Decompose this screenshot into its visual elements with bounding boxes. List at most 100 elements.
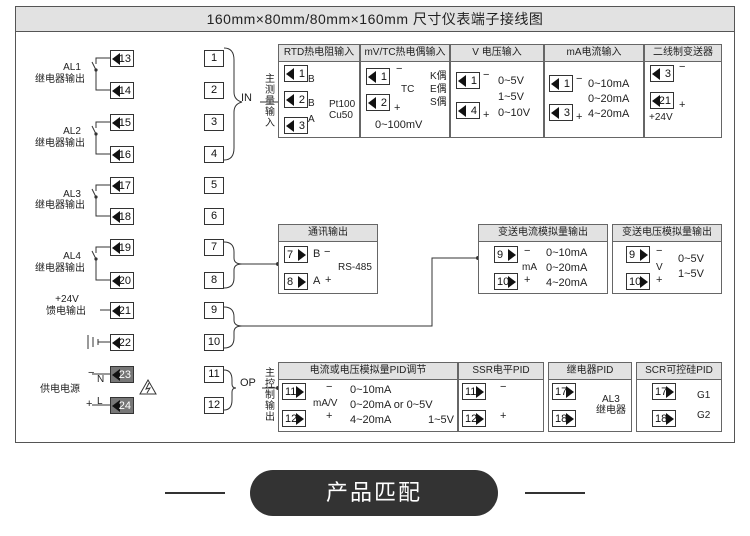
ai-plus: + xyxy=(524,274,531,286)
pid-plus: + xyxy=(326,410,333,422)
av-range-1: 0~5V xyxy=(678,253,704,265)
v24-label: +24V xyxy=(55,294,79,305)
tc-e-label: E偶 xyxy=(430,84,447,95)
terminal-5: 5 xyxy=(204,177,224,194)
al2-sub-label: 继电器输出 xyxy=(35,138,85,149)
av-plus: + xyxy=(656,274,663,286)
ssr-plus: + xyxy=(500,410,507,422)
terminal-10: 10 xyxy=(204,334,224,351)
ma-range-3: 4~20mA xyxy=(588,108,630,120)
terminal-8: 8 xyxy=(204,272,224,289)
ai-unit: mA xyxy=(522,262,537,273)
ma-range-2: 0~20mA xyxy=(588,93,630,105)
v24-sub-label: 馈电输出 xyxy=(46,306,86,317)
al1-sub-label: 继电器输出 xyxy=(35,74,85,85)
tc-symbol-label: TC xyxy=(401,84,415,95)
relay-terminal-17: 17 xyxy=(552,383,576,400)
comm-minus: − xyxy=(324,246,331,258)
ssr-terminal-12: 12 xyxy=(462,410,486,427)
two-wire-minus: − xyxy=(679,61,686,73)
rtd-terminal-3: 3 xyxy=(284,117,308,134)
pid-range-1: 0~10mA xyxy=(350,384,392,396)
relay-pid-panel: 继电器PID xyxy=(548,362,632,432)
relay-sub-label: 继电器 xyxy=(596,405,626,416)
v-terminal-1: 1 xyxy=(456,72,480,89)
ai-terminal-9: 9 xyxy=(494,246,518,263)
rtd-terminal-1: 1 xyxy=(284,65,308,82)
av-range-2: 1~5V xyxy=(678,268,704,280)
rtd-cu50-label: Cu50 xyxy=(329,110,353,121)
terminal-17: 17 xyxy=(110,177,134,194)
terminal-24: 24 xyxy=(110,397,134,414)
scr-pid-panel: SCR可控硅PID xyxy=(636,362,722,432)
voltage-input-panel: V 电压输入 xyxy=(450,44,544,138)
ma-minus: − xyxy=(576,73,583,85)
transmitter-icon xyxy=(690,60,691,61)
footer-line-left xyxy=(165,492,225,494)
terminal-2: 2 xyxy=(204,82,224,99)
pid-terminal-12: 12 xyxy=(282,410,306,427)
rtd-b2-label: B xyxy=(308,98,315,109)
rtd-b1-label: B xyxy=(308,74,315,85)
pid-unit: mA/V xyxy=(313,398,338,409)
ai-range-2: 0~20mA xyxy=(546,262,588,274)
terminal-4: 4 xyxy=(204,146,224,163)
terminal-arrow-icon xyxy=(112,53,120,65)
tc-k-label: K偶 xyxy=(430,71,447,82)
terminal-arrow-icon xyxy=(112,400,120,412)
in-label: IN xyxy=(241,92,252,104)
pid-range-3a: 4~20mA xyxy=(350,414,392,426)
tc-title: mV/TC热电偶输入 xyxy=(361,45,449,62)
terminal-15: 15 xyxy=(110,114,134,131)
terminal-arrow-icon xyxy=(112,337,120,349)
power-label: 供电电源 xyxy=(40,384,80,395)
comm-a-label: A xyxy=(313,275,321,287)
terminal-19: 19 xyxy=(110,239,134,256)
terminal-16: 16 xyxy=(110,146,134,163)
terminal-arrow-icon xyxy=(112,305,120,317)
two-wire-terminal-21: 21 xyxy=(650,92,674,109)
ma-plus: + xyxy=(576,111,583,123)
ai-terminal-10: 10 xyxy=(494,273,518,290)
footer-line-right xyxy=(525,492,585,494)
al3-sub-label: 继电器输出 xyxy=(35,200,85,211)
tc-range-label: 0~100mV xyxy=(375,119,423,131)
al4-sub-label: 继电器输出 xyxy=(35,263,85,274)
comm-terminal-7: 7 xyxy=(284,246,308,263)
av-terminal-10: 10 xyxy=(626,273,650,290)
terminal-22: 22 xyxy=(110,334,134,351)
av-unit: V xyxy=(656,262,663,273)
v-range-2: 1~5V xyxy=(498,91,524,103)
diagram-title: 160mm×80mm/80mm×160mm 尺寸仪表端子接线图 xyxy=(15,6,735,32)
relay-al3-label: AL3 xyxy=(602,394,620,405)
scr-pid-title: SCR可控硅PID xyxy=(637,363,721,380)
analog-current-title: 变送电流模拟量输出 xyxy=(479,225,607,242)
terminal-arrow-icon xyxy=(112,275,120,287)
av-minus: − xyxy=(656,245,663,257)
two-wire-terminal-3: 3 xyxy=(650,65,674,82)
terminal-arrow-icon xyxy=(112,180,120,192)
ma-terminal-1: 1 xyxy=(549,75,573,92)
terminal-12: 12 xyxy=(204,397,224,414)
current-input-title: mA电流输入 xyxy=(545,45,643,62)
scr-g2-label: G2 xyxy=(697,410,711,421)
op-label: OP xyxy=(240,377,256,389)
pid-range-2: 0~20mA or 0~5V xyxy=(350,399,433,411)
v-terminal-4: 4 xyxy=(456,102,480,119)
two-wire-title: 二线制变送器 xyxy=(645,45,721,62)
analog-voltage-title: 变送电压模拟量输出 xyxy=(613,225,721,242)
terminal-14: 14 xyxy=(110,82,134,99)
scr-terminal-17: 17 xyxy=(652,383,676,400)
power-minus: − xyxy=(88,367,95,379)
power-plus: + xyxy=(86,398,93,410)
analog-pid-panel: 电流或电压模拟量PID调节 xyxy=(278,362,458,432)
terminal-21: 21 xyxy=(110,302,134,319)
terminal-arrow-icon xyxy=(112,242,120,254)
two-wire-24v: +24V xyxy=(649,112,673,123)
v-minus: − xyxy=(483,69,490,81)
terminal-9: 9 xyxy=(204,302,224,319)
ssr-pid-title: SSR电平PID xyxy=(459,363,543,380)
rtd-a-label: A xyxy=(308,114,315,125)
ma-terminal-3: 3 xyxy=(549,104,573,121)
pid-terminal-11: 11 xyxy=(282,383,306,400)
